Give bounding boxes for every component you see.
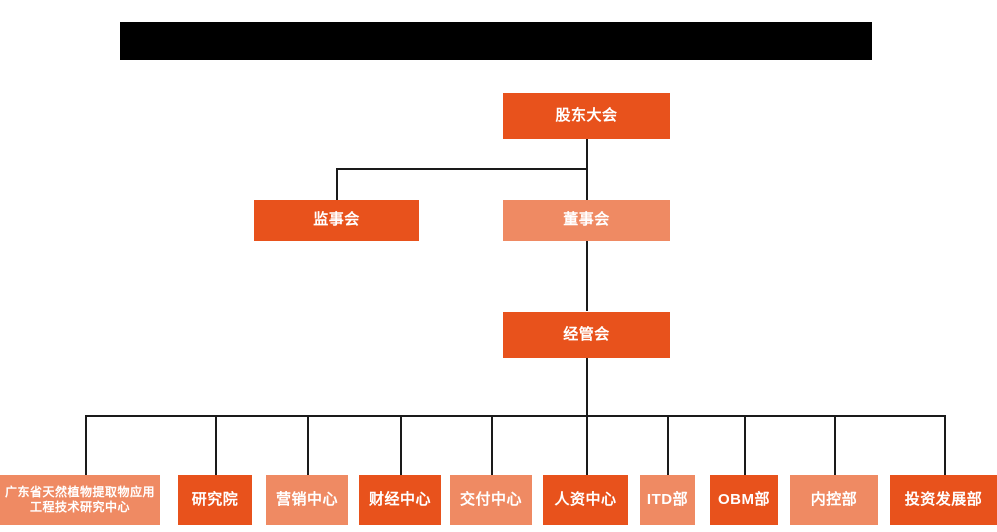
connector-departments-bus — [85, 415, 945, 417]
node-label: 董事会 — [563, 211, 610, 229]
node-label: 交付中心 — [459, 490, 522, 508]
connector-management-down — [586, 358, 588, 416]
connector-drop-institute — [215, 415, 217, 475]
connector-drop-research-center — [85, 415, 87, 475]
node-label: 人资中心 — [554, 490, 617, 508]
node-marketing-center[interactable]: 营销中心 — [266, 475, 348, 525]
node-management-committee[interactable]: 经管会 — [503, 312, 670, 358]
connector-supervisors-drop — [336, 168, 338, 200]
node-guangdong-research-center[interactable]: 广东省天然植物提取物应用工程技术研究中心 — [0, 475, 160, 525]
node-itd-department[interactable]: ITD部 — [640, 475, 695, 525]
node-finance-center[interactable]: 财经中心 — [359, 475, 441, 525]
node-label: OBM部 — [718, 490, 770, 508]
node-board-of-supervisors[interactable]: 监事会 — [254, 200, 419, 241]
node-label: 财经中心 — [368, 490, 431, 508]
node-shareholders-meeting[interactable]: 股东大会 — [503, 93, 670, 139]
connector-drop-internal-control — [834, 415, 836, 475]
connector-drop-obm — [744, 415, 746, 475]
connector-drop-investment — [944, 415, 946, 475]
connector-drop-marketing — [307, 415, 309, 475]
node-obm-department[interactable]: OBM部 — [710, 475, 778, 525]
node-delivery-center[interactable]: 交付中心 — [450, 475, 532, 525]
node-hr-center[interactable]: 人资中心 — [543, 475, 628, 525]
node-label: 研究院 — [191, 490, 239, 508]
node-label: 投资发展部 — [904, 490, 983, 508]
connector-drop-hr — [586, 415, 588, 475]
node-internal-control-department[interactable]: 内控部 — [790, 475, 878, 525]
node-board-of-directors[interactable]: 董事会 — [503, 200, 670, 241]
connector-directors-management — [586, 241, 588, 311]
node-label: 广东省天然植物提取物应用工程技术研究中心 — [4, 485, 155, 514]
node-institute[interactable]: 研究院 — [178, 475, 252, 525]
node-label: ITD部 — [646, 490, 689, 508]
node-investment-development-department[interactable]: 投资发展部 — [890, 475, 997, 525]
connector-drop-itd — [667, 415, 669, 475]
connector-shareholders-down — [586, 139, 588, 169]
node-label: 营销中心 — [275, 490, 338, 508]
connector-drop-delivery — [491, 415, 493, 475]
node-label: 内控部 — [810, 490, 858, 508]
connector-drop-finance — [400, 415, 402, 475]
node-label: 经管会 — [563, 325, 610, 343]
node-label: 监事会 — [313, 211, 360, 229]
connector-directors-drop — [586, 168, 588, 200]
redacted-title-bar — [120, 22, 872, 60]
node-label: 股东大会 — [555, 106, 618, 124]
connector-level2-bus — [336, 168, 588, 170]
